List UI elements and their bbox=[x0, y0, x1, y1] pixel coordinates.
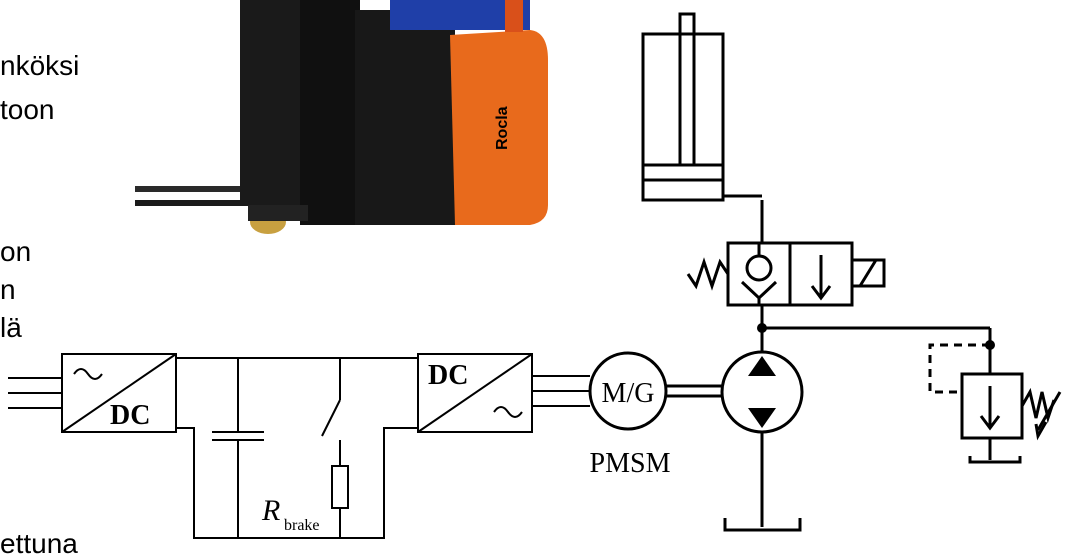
dc-link bbox=[176, 357, 418, 539]
text-fragment-5: lä bbox=[0, 312, 22, 343]
grid-input-lines bbox=[8, 377, 62, 409]
rectifier-dc-label: DC bbox=[110, 400, 150, 431]
text-fragment-1: nköksi bbox=[0, 50, 80, 81]
text-fragment-3: on bbox=[0, 236, 32, 267]
ac-symbol-inverter bbox=[493, 406, 523, 418]
brake-resistor-label: R bbox=[261, 494, 280, 527]
machine-label: M/G bbox=[602, 378, 655, 409]
solenoid-valve bbox=[686, 241, 886, 307]
motor-generator: M/G bbox=[588, 351, 668, 431]
forklift-photo: Rocla bbox=[120, 0, 560, 238]
brake-resistor-subscript: brake bbox=[284, 517, 320, 534]
brand-text: Rocla bbox=[494, 106, 511, 150]
machine-type-label: PMSM bbox=[590, 448, 671, 479]
drive-shaft bbox=[666, 384, 722, 398]
tank-pump bbox=[723, 518, 802, 532]
inverter-box: DC bbox=[417, 353, 533, 433]
hydraulic-pump bbox=[720, 328, 804, 527]
relief-valve bbox=[928, 343, 1062, 464]
ac-symbol-rectifier bbox=[73, 368, 103, 380]
inverter-motor-lines bbox=[532, 375, 590, 407]
rectifier-box: DC bbox=[61, 353, 177, 433]
inverter-dc-label: DC bbox=[428, 360, 468, 391]
text-fragment-4: n bbox=[0, 274, 16, 305]
hydraulic-cylinder bbox=[641, 12, 725, 202]
text-fragment-2: toon bbox=[0, 94, 55, 125]
